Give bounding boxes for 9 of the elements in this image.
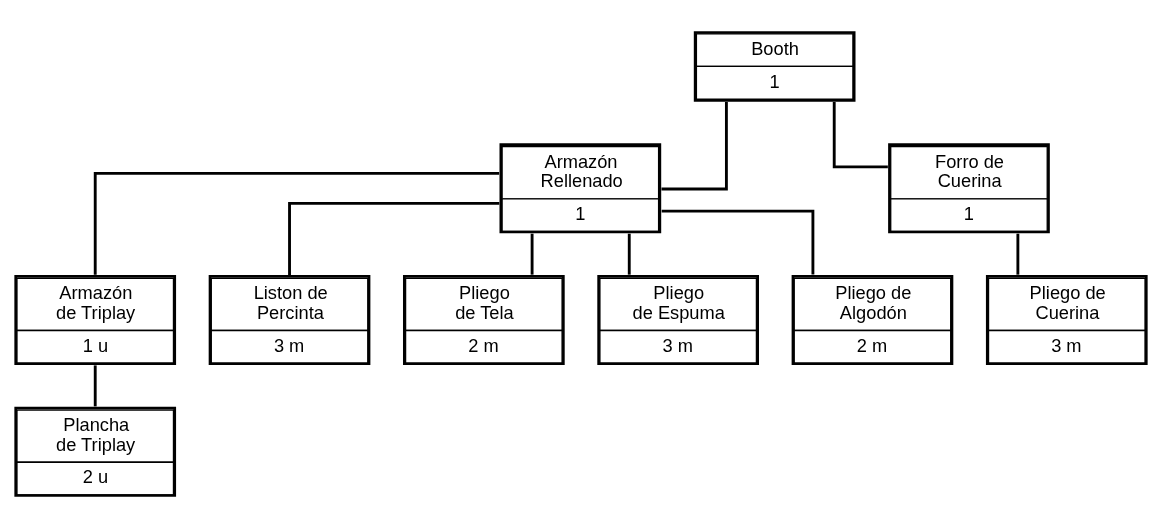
connector	[661, 209, 815, 275]
connector	[93, 365, 97, 407]
connector	[1016, 233, 1020, 275]
connector	[661, 101, 728, 191]
connector	[832, 102, 888, 169]
connector	[530, 233, 534, 275]
connector	[288, 201, 500, 275]
connector	[93, 171, 500, 275]
connector	[627, 233, 631, 275]
